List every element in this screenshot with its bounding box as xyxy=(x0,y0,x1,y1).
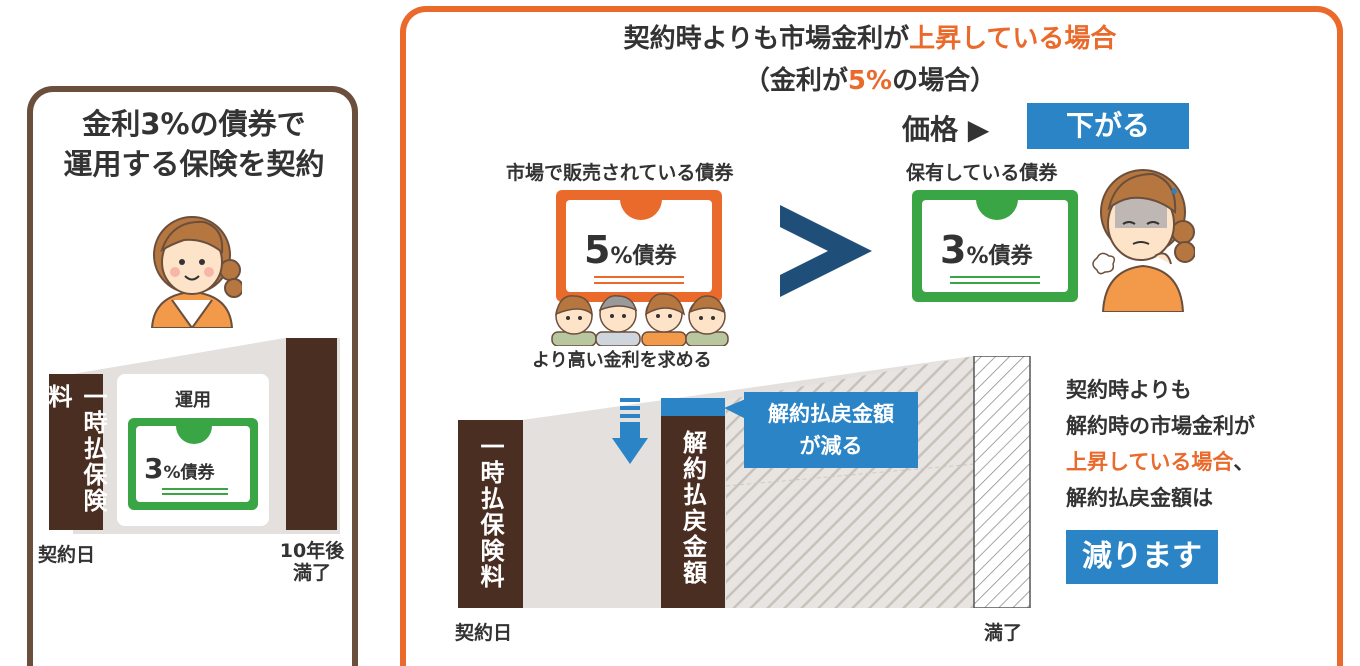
down-arrow-icon xyxy=(612,398,648,464)
price-label: 価格 ▶ xyxy=(902,113,990,146)
left-end-label: 10年後 満了 xyxy=(272,540,352,584)
panel-notch xyxy=(165,658,195,666)
left-maturity-bar xyxy=(286,338,337,530)
summary-line4: 解約払戻金額は xyxy=(1066,486,1213,510)
bond-rate-unit: %債券 xyxy=(163,463,215,483)
greater-than-icon xyxy=(780,205,872,297)
market-bond-number: 5 xyxy=(584,228,611,272)
worried-woman-illustration xyxy=(1092,169,1195,312)
decrease-callout: 解約払戻金額 が減る xyxy=(744,392,918,468)
held-bond-label: 保有している債券 xyxy=(906,162,1058,184)
heading-highlight: 上昇している場合 xyxy=(909,24,1117,54)
right-premium-bar: 一時払保険料 xyxy=(458,420,523,608)
decrease-segment xyxy=(661,398,725,416)
left-end-label-2: 満了 xyxy=(292,562,331,584)
sub-rate: 5% xyxy=(847,66,893,96)
bond-rate-number: 3 xyxy=(144,452,164,485)
investment-card: 運用 3%債券 xyxy=(117,374,269,526)
happy-woman-illustration xyxy=(150,216,242,328)
people-group-illustration xyxy=(551,293,729,346)
summary-text: 契約時よりも 解約時の市場金利が 上昇している場合、 解約払戻金額は xyxy=(1066,372,1255,516)
investment-card-title: 運用 xyxy=(175,390,211,411)
held-bond-number: 3 xyxy=(940,228,967,272)
right-refund-bar: 解約払戻金額 xyxy=(661,416,725,608)
sub-open: （金利が xyxy=(743,66,848,96)
right-subheading: （金利が5%の場合） xyxy=(420,60,1320,97)
left-panel xyxy=(27,86,358,666)
left-panel-title: 金利3%の債券で 運用する保険を契約 xyxy=(34,104,354,184)
people-caption: より高い金利を求める xyxy=(532,350,712,371)
bond-note-green: 3%債券 xyxy=(128,418,258,510)
bond-note-green-held: 3%債券 xyxy=(912,190,1078,302)
left-end-label-1: 10年後 xyxy=(279,540,345,562)
market-bond-label: 市場で販売されている債券 xyxy=(506,162,734,184)
held-bond-unit: %債券 xyxy=(966,244,1033,269)
right-heading: 契約時よりも市場金利が上昇している場合 xyxy=(420,18,1320,55)
summary-line1: 契約時よりも xyxy=(1066,378,1192,402)
callout-pointer xyxy=(724,398,748,420)
summary-comma: 、 xyxy=(1233,450,1255,474)
bond-note-orange: 5%債券 xyxy=(556,190,722,302)
right-panel xyxy=(400,6,1343,666)
right-start-label: 契約日 xyxy=(455,622,513,644)
summary-result-badge: 減ります xyxy=(1066,530,1218,584)
heading-prefix: 契約時よりも市場金利が xyxy=(623,24,910,54)
sub-close: の場合） xyxy=(892,66,997,96)
panel-notch-right xyxy=(792,658,822,666)
left-start-label: 契約日 xyxy=(38,544,96,566)
left-premium-bar: 一時払保険料 xyxy=(44,374,107,530)
market-bond-unit: %債券 xyxy=(610,244,677,269)
summary-line3: 上昇している場合、 xyxy=(1066,444,1255,480)
callout-line1: 解約払戻金額 xyxy=(768,402,894,426)
right-end-label: 満了 xyxy=(984,622,1023,644)
summary-line2: 解約時の市場金利が xyxy=(1066,414,1255,438)
price-result-badge: 下がる xyxy=(1027,103,1189,149)
left-title-line2: 運用する保険を契約 xyxy=(63,147,325,181)
left-title-line1: 金利3%の債券で xyxy=(82,107,306,141)
summary-highlight: 上昇している場合 xyxy=(1066,450,1234,474)
callout-line2: が減る xyxy=(799,434,863,458)
